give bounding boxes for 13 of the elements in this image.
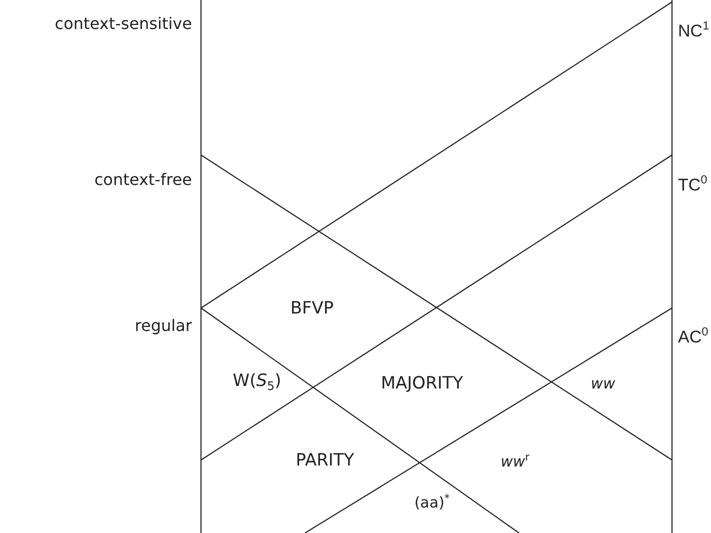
class-label: W(S$_{5}$) (232, 372, 282, 394)
class-label: regular (134, 318, 192, 334)
class-label: NC$^{1}$ (678, 20, 710, 40)
class-label: context-sensitive (54, 16, 192, 32)
class-label: ww (590, 376, 616, 392)
class-label: TC$^{0}$ (678, 174, 708, 194)
class-label: MAJORITY (380, 376, 464, 392)
class-label: context-free (94, 172, 192, 188)
class-label: ww$^{r}$ (500, 452, 530, 470)
class-label: AC$^{0}$ (678, 326, 708, 346)
class-label: PARITY (296, 452, 354, 470)
class-label: (aa)$^{*}$ (414, 494, 450, 510)
class-label: BFVP (290, 300, 334, 318)
